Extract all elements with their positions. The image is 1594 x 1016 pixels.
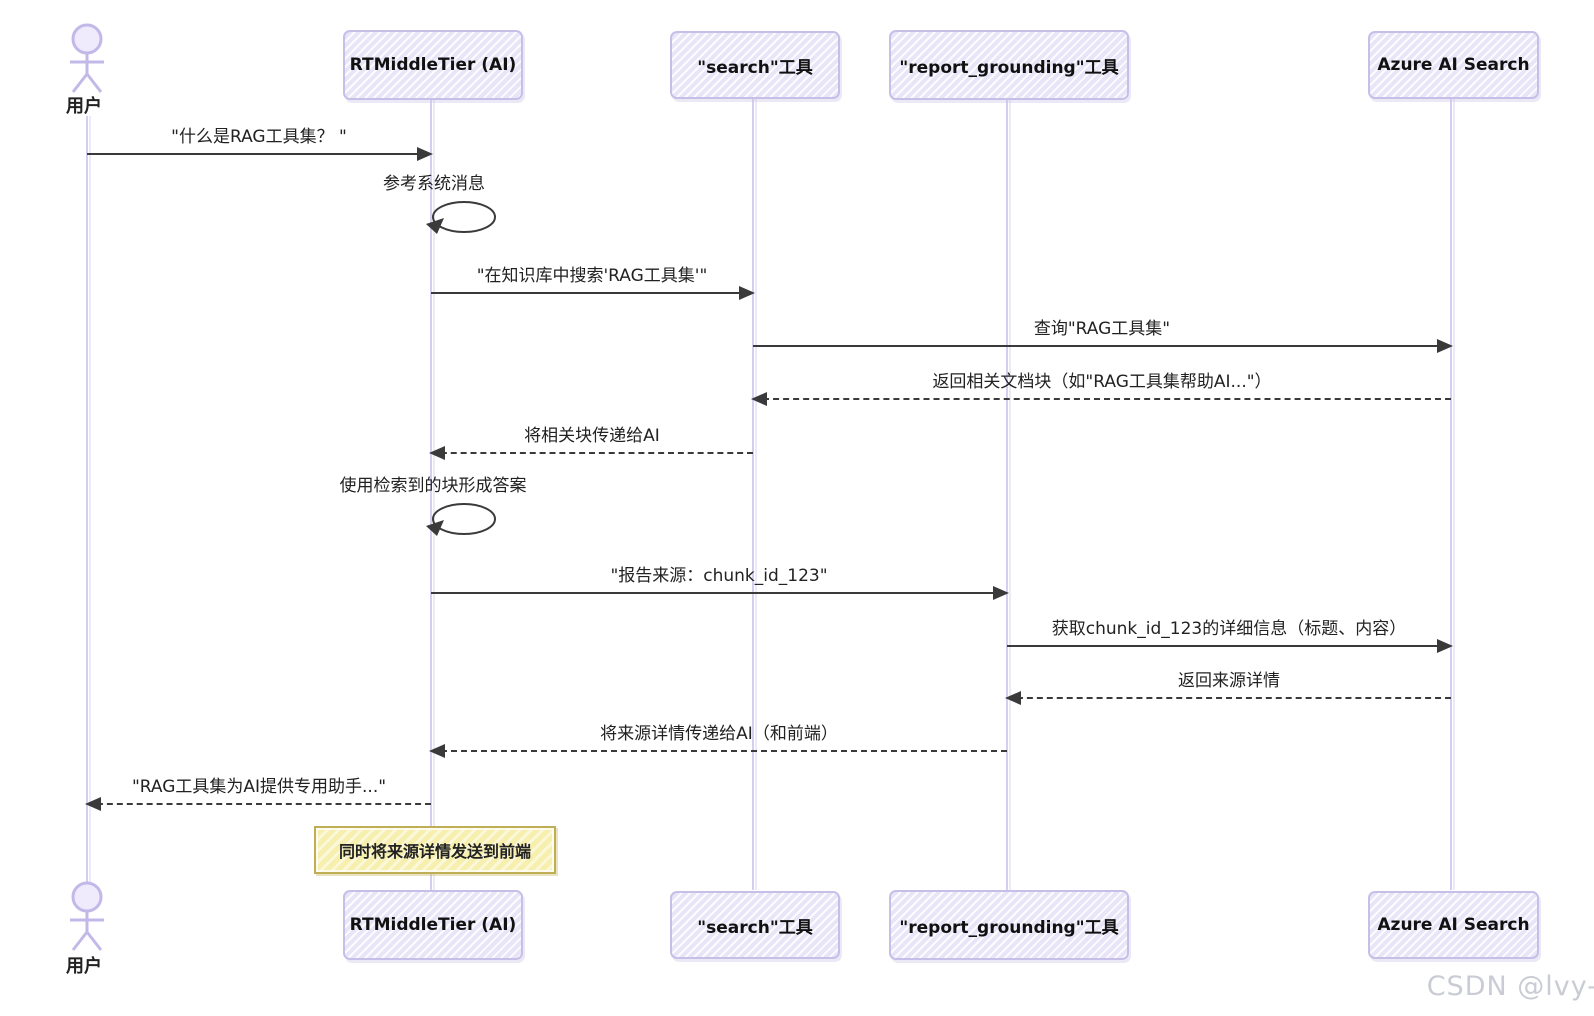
lifeline-user [86,116,88,884]
lifeline-search-tool [752,97,754,890]
participant-box-rtmiddletier-top: RTMiddleTier (AI) [343,30,523,100]
message-label: 将相关块传递给AI [524,426,660,446]
arrowhead-right-icon [1437,639,1453,653]
arrowhead-left-icon [751,392,767,406]
message-pass-source-to-ai: 将来源详情传递给AI（和前端） [429,722,1007,758]
message-line [431,286,755,300]
participant-box-azure-ai-search-bottom: Azure AI Search [1368,891,1539,959]
self-loop-arrow-icon [426,201,496,234]
note-text: 同时将来源详情发送到前端 [338,842,531,861]
message-label: 获取chunk_id_123的详细信息（标题、内容） [1051,619,1407,639]
user-actor-icon [70,23,104,93]
message-line [87,147,433,161]
participant-label: "search"工具 [697,57,813,78]
message-pass-chunks-to-ai: 将相关块传递给AI [429,424,753,460]
message-return-chunks: 返回相关文档块（如"RAG工具集帮助AI..."） [751,370,1451,406]
participant-label: RTMiddleTier (AI) [349,55,517,75]
message-line [753,339,1453,353]
arrowhead-left-icon [85,797,101,811]
message-label: 返回来源详情 [1178,671,1280,691]
arrowhead-left-icon [429,744,445,758]
participant-box-search-tool-bottom: "search"工具 [670,891,840,959]
message-final-answer: "RAG工具集为AI提供专用助手..." [85,775,431,811]
participant-box-search-tool-top: "search"工具 [670,31,840,99]
message-user-question: "什么是RAG工具集？ " [87,125,433,161]
message-label: "报告来源：chunk_id_123" [610,566,828,586]
message-line [751,392,1451,406]
lifeline-azure-ai-search [1450,97,1452,890]
arrowhead-right-icon [1437,339,1453,353]
message-label: 查询"RAG工具集" [1033,319,1171,339]
participant-label: "search"工具 [697,917,813,938]
message-search-kb: "在知识库中搜索'RAG工具集'" [431,264,755,300]
self-message-label-system: 参考系统消息 [383,174,485,194]
participant-box-rtmiddletier-bottom: RTMiddleTier (AI) [343,890,523,960]
watermark-csdn: CSDN @lvy- [1426,971,1594,1002]
arrowhead-left-icon [429,446,445,460]
arrowhead-right-icon [739,286,755,300]
message-query-rag: 查询"RAG工具集" [753,317,1453,353]
participant-label: "report_grounding"工具 [899,917,1119,938]
note-send-to-frontend: 同时将来源详情发送到前端 [314,826,556,874]
participant-box-report-grounding-bottom: "report_grounding"工具 [889,890,1129,960]
arrowhead-right-icon [993,586,1009,600]
message-label: 返回相关文档块（如"RAG工具集帮助AI..."） [932,372,1272,392]
message-get-chunk-details: 获取chunk_id_123的详细信息（标题、内容） [1007,617,1453,653]
arrowhead-left-icon [1005,691,1021,705]
message-report-source: "报告来源：chunk_id_123" [431,564,1009,600]
message-line [85,797,431,811]
message-line [429,744,1007,758]
message-line [431,586,1009,600]
actor-label-user-bottom: 用户 [66,956,102,977]
participant-label: Azure AI Search [1377,55,1530,75]
self-loop-arrow-icon [426,503,496,536]
user-actor-icon [70,881,104,951]
message-line [429,446,753,460]
self-message-label-form-answer: 使用检索到的块形成答案 [339,476,527,496]
actor-label-user-top: 用户 [66,96,102,117]
participant-label: RTMiddleTier (AI) [349,915,517,935]
message-label: "RAG工具集为AI提供专用助手..." [131,777,387,797]
lifeline-report-grounding-tool [1006,98,1008,890]
participant-box-azure-ai-search-top: Azure AI Search [1368,31,1539,99]
message-label: "什么是RAG工具集？ " [171,127,347,147]
participant-label: "report_grounding"工具 [899,57,1119,78]
message-return-source-details: 返回来源详情 [1005,669,1451,705]
message-label: "在知识库中搜索'RAG工具集'" [476,266,708,286]
message-label: 将来源详情传递给AI（和前端） [600,724,838,744]
arrowhead-right-icon [417,147,433,161]
message-line [1005,691,1451,705]
participant-box-report-grounding-top: "report_grounding"工具 [889,30,1129,100]
participant-label: Azure AI Search [1377,915,1530,935]
message-line [1007,639,1453,653]
lifeline-rtmiddletier [430,98,432,890]
